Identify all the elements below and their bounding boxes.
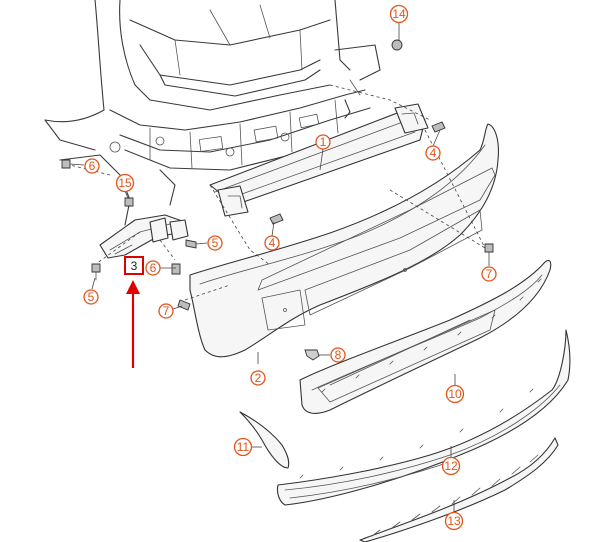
fasteners	[61, 39, 542, 479]
bubble-6-lower: 6	[145, 260, 161, 276]
bubble-14: 14	[389, 4, 409, 24]
part-3-side-bracket	[99, 214, 189, 259]
bubble-10: 10	[445, 384, 465, 404]
part-2-bumper-cover	[189, 123, 499, 358]
bubble-7-right: 7	[481, 266, 497, 282]
label-13: 13	[447, 514, 461, 528]
label-3: 3	[131, 259, 138, 273]
label-4-lower: 4	[269, 236, 276, 250]
label-6-lower: 6	[150, 261, 157, 275]
label-12: 12	[444, 459, 458, 473]
car-body-rear-frame	[44, 0, 381, 226]
label-10: 10	[448, 387, 462, 401]
bubble-6-upper: 6	[84, 158, 100, 174]
part-1-bumper-bracket	[209, 103, 429, 217]
label-15: 15	[118, 176, 132, 190]
label-6-upper: 6	[89, 159, 96, 173]
bubble-8: 8	[330, 347, 346, 363]
part-11-side-trim	[239, 411, 290, 469]
label-14: 14	[392, 7, 406, 21]
assembly-guide-lines	[69, 84, 486, 301]
part-13-diffuser-strip	[359, 437, 559, 542]
bubble-13: 13	[444, 511, 464, 531]
bubble-5-right: 5	[207, 235, 223, 251]
label-8: 8	[335, 348, 342, 362]
part-12-lower-spoiler	[276, 329, 571, 506]
bubble-7-left: 7	[158, 303, 174, 319]
label-4-upper: 4	[430, 146, 437, 160]
label-7-right: 7	[486, 267, 493, 281]
bubble-4-lower: 4	[264, 235, 280, 251]
highlight-arrow	[126, 280, 140, 368]
callout-part-3: 3	[124, 256, 144, 275]
bubble-12: 12	[441, 456, 461, 476]
bubble-11: 11	[233, 437, 253, 457]
label-5-right: 5	[212, 236, 219, 250]
label-7-left: 7	[163, 304, 170, 318]
label-5-left: 5	[88, 290, 95, 304]
label-11: 11	[237, 440, 250, 454]
bubble-4-upper: 4	[425, 145, 441, 161]
bubble-2: 2	[250, 370, 266, 386]
part-10-lower-center-trim	[299, 259, 552, 414]
bubble-1: 1	[315, 134, 331, 150]
label-2: 2	[255, 371, 262, 385]
bubble-15: 15	[115, 173, 135, 193]
bubble-5-left: 5	[83, 289, 99, 305]
leader-lines	[69, 22, 490, 512]
label-1: 1	[320, 135, 327, 149]
